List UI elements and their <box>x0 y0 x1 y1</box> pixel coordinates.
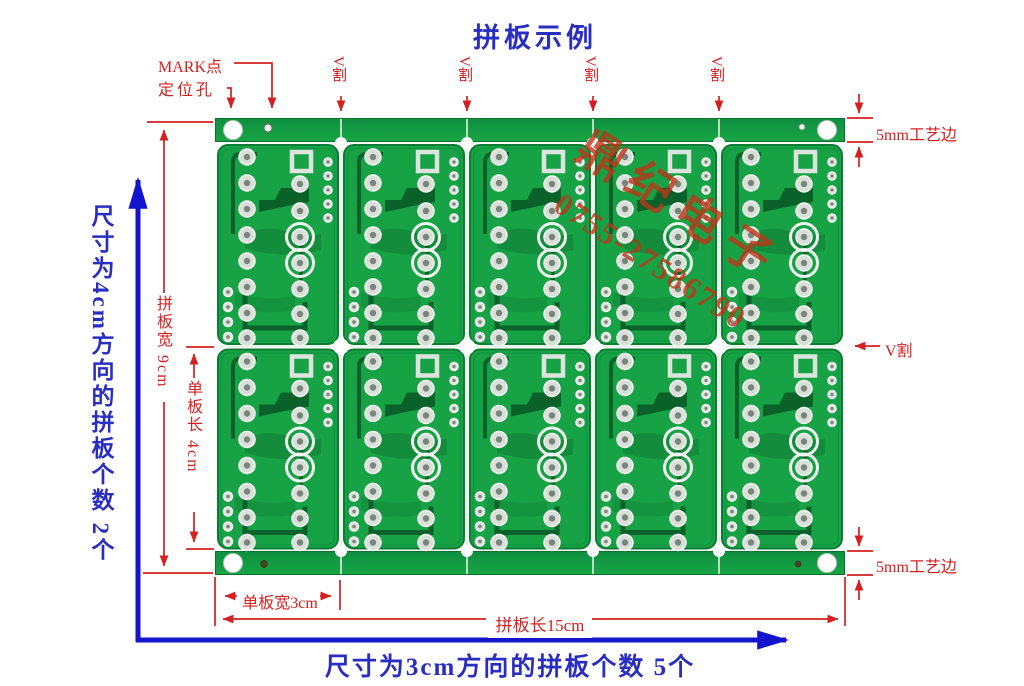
red-dimension-lines <box>143 62 880 626</box>
locating-hole-label: 定位孔 <box>158 82 216 99</box>
mark-point-label: MARK点 <box>158 59 223 76</box>
page-title: 拼板示例 <box>473 23 597 53</box>
v-cut-label-1: V割 <box>330 56 346 82</box>
panel-length-label: 拼板长15cm <box>488 609 592 638</box>
panel-width-label: 拼板宽 9cm <box>153 293 171 391</box>
process-edge-top-label: 5mm工艺边 <box>876 127 957 144</box>
pcb-board-unit <box>596 350 716 551</box>
axis-y-label: 尺寸为4cm方向的拼板个数 2个 <box>88 204 113 564</box>
v-cut-lines <box>216 119 844 574</box>
rail-holes <box>223 120 837 573</box>
v-cut-side-label: V割 <box>885 343 913 360</box>
v-cut-notches <box>210 137 850 557</box>
v-cut-label-4: V割 <box>708 56 724 82</box>
board-length-label: 单板长 4cm <box>183 378 201 476</box>
pcb-board-unit <box>470 350 590 551</box>
process-edge-rail-bottom <box>215 551 845 575</box>
v-cut-label-2: V割 <box>456 56 472 82</box>
board-width-label: 单板宽3cm <box>240 587 320 615</box>
pcb-board-unit <box>218 350 338 551</box>
pcb-board-unit <box>344 350 464 551</box>
pcb-board-unit <box>344 145 464 346</box>
pcb-board-unit <box>470 145 590 346</box>
axis-x-label: 尺寸为3cm方向的拼板个数 5个 <box>324 654 696 681</box>
process-edge-bottom-label: 5mm工艺边 <box>876 559 957 576</box>
v-cut-label-3: V割 <box>582 56 598 82</box>
mark-point-leader <box>234 62 277 109</box>
pcb-board-unit <box>218 145 338 346</box>
pcb-board-unit <box>722 350 842 551</box>
process-edge-rail-top <box>215 118 845 142</box>
locating-hole-leader <box>226 87 236 109</box>
